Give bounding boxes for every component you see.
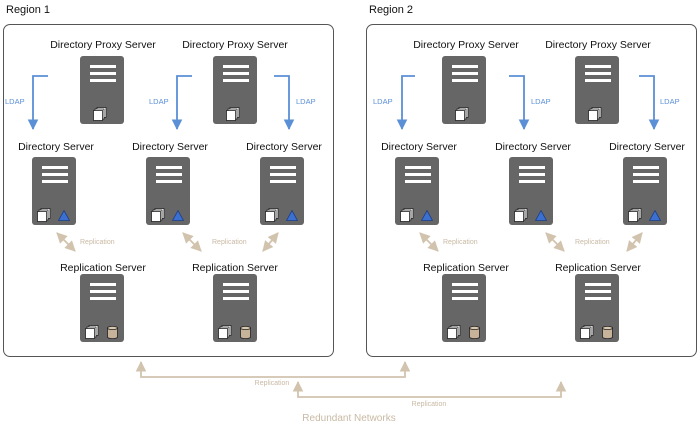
ldap-label: LDAP [660, 97, 680, 106]
replication-label: Replication [80, 239, 115, 246]
ldap-arrow [509, 75, 530, 131]
documents-icon [588, 107, 602, 121]
replication-arrow [626, 232, 643, 252]
replication-server [80, 274, 124, 342]
network-replication-arrow [135, 360, 411, 378]
ldap-arrow [639, 75, 660, 131]
documents-icon [580, 325, 594, 339]
ldap-arrow [171, 75, 192, 131]
database-icon [107, 326, 118, 339]
directory-proxy-server [80, 56, 124, 124]
documents-icon [218, 325, 232, 339]
ldap-label: LDAP [531, 97, 551, 106]
documents-icon [514, 208, 528, 222]
directory-proxy-server [575, 56, 619, 124]
network-replication-label: Replication [254, 380, 290, 387]
directory-server [146, 157, 190, 225]
replication-server [575, 274, 619, 342]
replication-server-label: Replication Server [192, 262, 278, 274]
replication-server [442, 274, 486, 342]
ldap-label: LDAP [373, 97, 393, 106]
documents-icon [85, 325, 99, 339]
ldap-arrow [27, 75, 48, 131]
directory-server-label: Directory Server [609, 141, 685, 153]
directory-server-label: Directory Server [132, 141, 208, 153]
replication-server-label: Replication Server [60, 262, 146, 274]
directory-proxy-server [213, 56, 257, 124]
triangle-icon [58, 210, 70, 221]
ldap-label: LDAP [5, 97, 25, 106]
ldap-label: LDAP [149, 97, 169, 106]
proxy-server-label: Directory Proxy Server [182, 39, 288, 51]
database-icon [602, 326, 613, 339]
replication-arrow [56, 232, 76, 252]
triangle-icon [172, 210, 184, 221]
ldap-arrow [274, 75, 295, 131]
directory-server [260, 157, 304, 225]
documents-icon [400, 208, 414, 222]
directory-server-label: Directory Server [495, 141, 571, 153]
region-1-title: Region 1 [6, 4, 51, 16]
directory-server-label: Directory Server [381, 141, 457, 153]
directory-server [32, 157, 76, 225]
replication-arrow [545, 232, 565, 252]
region-1-box [3, 24, 334, 357]
triangle-icon [649, 210, 661, 221]
replication-label: Replication [212, 239, 247, 246]
replication-arrow [182, 232, 202, 252]
database-icon [240, 326, 251, 339]
replication-server [213, 274, 257, 342]
documents-icon [37, 208, 51, 222]
directory-server [509, 157, 553, 225]
ldap-label: LDAP [296, 97, 316, 106]
database-icon [469, 326, 480, 339]
ldap-arrow [396, 75, 415, 131]
proxy-server-label: Directory Proxy Server [50, 39, 156, 51]
documents-icon [628, 208, 642, 222]
documents-icon [226, 107, 240, 121]
directory-server [623, 157, 667, 225]
proxy-server-label: Directory Proxy Server [413, 39, 519, 51]
directory-server [395, 157, 439, 225]
replication-arrow [419, 232, 439, 252]
documents-icon [447, 325, 461, 339]
region-2-box [366, 24, 697, 357]
directory-server-label: Directory Server [18, 141, 94, 153]
replication-label: Replication [575, 239, 610, 246]
triangle-icon [421, 210, 433, 221]
documents-icon [455, 107, 469, 121]
documents-icon [151, 208, 165, 222]
region-2-title: Region 2 [369, 4, 414, 16]
directory-server-label: Directory Server [246, 141, 322, 153]
network-replication-arrow [292, 380, 567, 398]
replication-arrow [262, 232, 279, 252]
replication-server-label: Replication Server [555, 262, 641, 274]
replication-server-label: Replication Server [423, 262, 509, 274]
triangle-icon [286, 210, 298, 221]
documents-icon [93, 107, 107, 121]
proxy-server-label: Directory Proxy Server [545, 39, 651, 51]
replication-label: Replication [443, 239, 478, 246]
network-replication-label: Replication [411, 401, 447, 408]
redundant-networks-label: Redundant Networks [302, 413, 396, 424]
directory-proxy-server [442, 56, 486, 124]
triangle-icon [535, 210, 547, 221]
documents-icon [265, 208, 279, 222]
